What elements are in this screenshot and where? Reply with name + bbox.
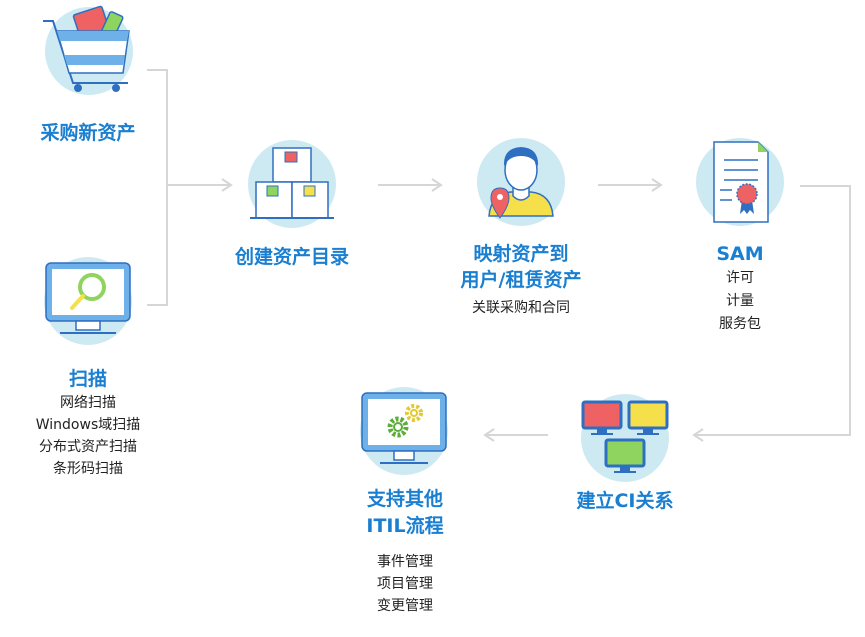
sam-title: SAM — [716, 243, 764, 265]
mapping-subtitle: 关联采购和合同 — [472, 300, 570, 316]
arrowhead-ci — [692, 428, 704, 442]
itil-title-line: 支持其他 — [366, 488, 444, 510]
sam-item: 计量 — [726, 293, 754, 309]
scan-item: 条形码扫描 — [53, 461, 123, 477]
connector-purchase — [147, 69, 168, 306]
monitor-search-icon — [44, 257, 132, 345]
stacked-boxes-icon — [248, 140, 336, 228]
scan-title: 扫描 — [68, 368, 108, 390]
scan-item: 网络扫描 — [60, 395, 116, 411]
purchase-title: 采购新资产 — [40, 122, 136, 144]
arrowhead-mapping — [431, 178, 443, 192]
certificate-icon — [696, 138, 784, 226]
networked-monitors-icon — [581, 394, 669, 482]
itil-item: 变更管理 — [377, 598, 433, 614]
mapping-title-line: 用户/租赁资产 — [460, 269, 582, 291]
shopping-cart-icon — [43, 5, 133, 95]
scan-item: Windows域扫描 — [35, 417, 141, 433]
monitor-gears-icon — [360, 387, 448, 475]
itil-item: 项目管理 — [377, 576, 433, 592]
arrowhead-sam — [651, 178, 663, 192]
arrowhead-itil — [483, 428, 495, 442]
mapping-title-line: 映射资产到 — [473, 243, 569, 265]
itil-item: 事件管理 — [377, 554, 433, 570]
arrowhead-catalog — [221, 178, 233, 192]
sam-item: 服务包 — [719, 316, 761, 332]
ci-title: 建立CI关系 — [576, 490, 674, 512]
itil-title-line: ITIL流程 — [366, 515, 444, 537]
catalog-title: 创建资产目录 — [234, 246, 350, 268]
scan-item: 分布式资产扫描 — [39, 439, 137, 455]
sam-item: 许可 — [726, 270, 754, 286]
user-location-icon — [477, 138, 565, 226]
connector-sam-to-ci — [695, 185, 851, 436]
